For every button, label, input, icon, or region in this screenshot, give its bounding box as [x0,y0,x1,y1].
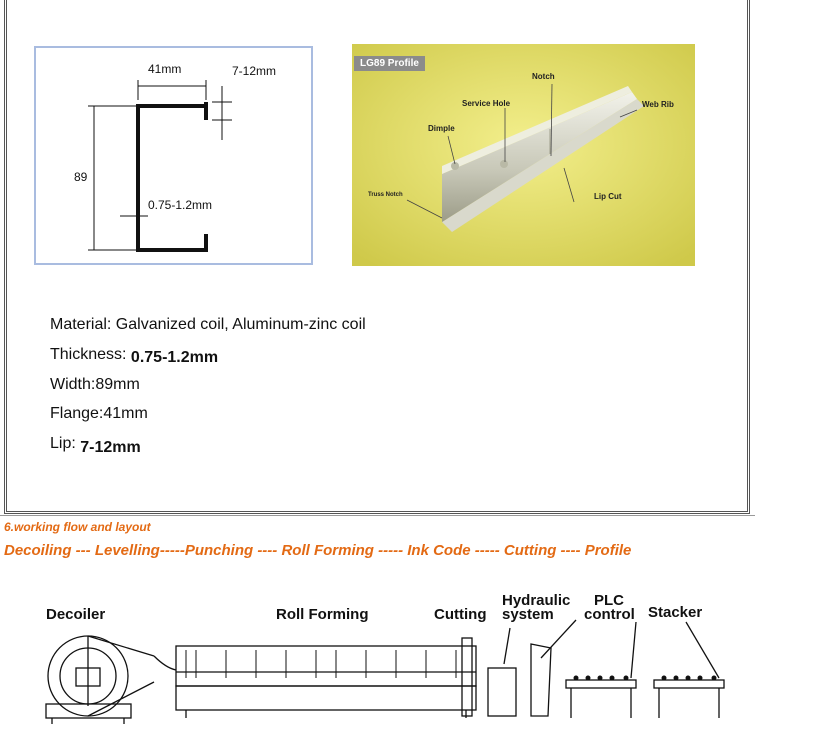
label-stacker: Stacker [648,604,703,621]
width-dimension: 89 [74,170,88,184]
flange-dimension: 41mm [148,62,182,76]
lip-dimension: 7-12mm [232,64,277,78]
label-decoiler: Decoiler [46,606,106,623]
spec-thickness-label: Thickness: [50,346,127,363]
label-control: control [584,606,635,623]
label-lip-cut: Lip Cut [594,192,622,201]
profile-photo-illustration [352,44,695,266]
spec-width: Width:89mm [50,376,140,393]
production-line-drawing [45,619,725,724]
divider [0,515,755,516]
label-plc: PLC [594,592,624,609]
profile-photo: LG89 Profile Notch Service Hole Web Rib … [352,44,695,266]
thickness-dimension: 0.75-1.2mm [148,198,213,212]
label-notch: Notch [532,72,555,81]
section-title: 6.working flow and layout [4,520,151,534]
label-service-hole: Service Hole [462,99,511,108]
spec-thickness-value: 0.75-1.2mm [130,349,219,366]
label-roll-forming: Roll Forming [276,606,369,623]
label-truss-notch: Truss Notch [368,192,403,198]
label-system: system [502,606,554,623]
spec-lip-value: 7-12mm [80,439,141,456]
workflow-text: Decoiling --- Levelling-----Punching ---… [4,542,632,559]
photo-title: LG89 Profile [354,56,425,71]
spec-lip-label: Lip: [50,435,76,452]
label-web-rib: Web Rib [642,100,674,109]
profile-drawing: 41mm 7-12mm 89 0.75-1.2mm [34,46,313,265]
label-dimple: Dimple [428,124,455,133]
spec-flange: Flange:41mm [50,405,148,422]
spec-material: Material: Galvanized coil, Aluminum-zinc… [50,316,366,333]
label-hydraulic: Hydraulic [502,592,571,609]
production-line-layout: Decoiler Roll Forming Cutting Hydraulic … [36,588,736,738]
c-channel-drawing [88,80,232,252]
spec-thickness: Thickness: 0.75-1.2mm [50,346,219,366]
label-cutting: Cutting [434,606,487,623]
spec-lip: Lip: 7-12mm [50,435,141,456]
